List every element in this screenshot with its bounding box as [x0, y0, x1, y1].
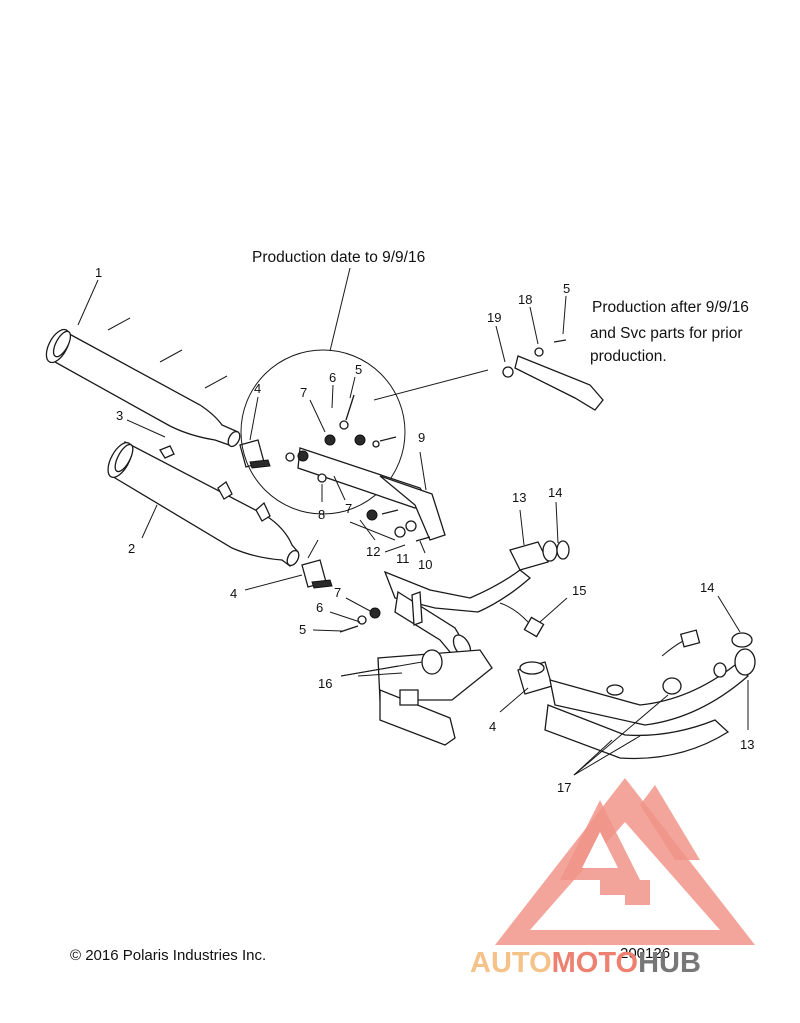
callout-12: 12 — [366, 544, 380, 559]
note-after-line2: and Svc parts for prior — [590, 325, 742, 342]
callout-7: 7 — [334, 585, 341, 600]
note-before-production: Production date to 9/9/16 — [252, 249, 425, 266]
o2-sensor — [499, 602, 545, 638]
watermark-text-moto: MOTO — [552, 947, 638, 979]
bracket-after — [502, 339, 604, 411]
callout-15: 15 — [572, 583, 586, 598]
callout-13: 13 — [740, 737, 754, 752]
clamp — [517, 661, 553, 695]
note-after-line3: production. — [590, 348, 667, 365]
copyright: © 2016 Polaris Industries Inc. — [70, 947, 266, 964]
clamp — [301, 559, 333, 589]
callout-18: 18 — [518, 292, 532, 307]
callout-4: 4 — [254, 381, 261, 396]
callout-3: 3 — [116, 408, 123, 423]
callout-5: 5 — [299, 622, 306, 637]
watermark-text-auto: AUTO — [470, 947, 552, 979]
muffler-lower — [107, 441, 300, 567]
diagram-number: 200126 — [620, 945, 670, 962]
watermark-text-hub: HUB — [638, 947, 701, 979]
middle-pipes — [377, 649, 493, 746]
callout-17: 17 — [557, 780, 571, 795]
callout-10: 10 — [418, 557, 432, 572]
callout-4: 4 — [489, 719, 496, 734]
callout-11: 11 — [396, 551, 410, 566]
front-head-pipe — [544, 648, 756, 760]
note-after-line1: Production after 9/9/16 — [592, 299, 749, 316]
callout-16: 16 — [318, 676, 332, 691]
watermark-logo — [495, 778, 755, 945]
callout-19: 19 — [487, 310, 501, 325]
callout-5: 5 — [355, 362, 362, 377]
callout-8: 8 — [318, 507, 325, 522]
callout-1: 1 — [95, 265, 102, 280]
callout-14: 14 — [548, 485, 562, 500]
o2-sensor — [661, 629, 701, 657]
callout-6: 6 — [316, 600, 323, 615]
gasket — [731, 632, 753, 648]
callout-13: 13 — [512, 490, 526, 505]
callout-6: 6 — [329, 370, 336, 385]
detail-circle — [240, 349, 446, 541]
leader-lines — [77, 267, 749, 776]
rear-head-pipe — [383, 540, 558, 659]
callout-labels: 1 2 3 4 4 4 5 5 5 6 6 7 7 7 8 9 10 11 12… — [95, 265, 754, 795]
callout-2: 2 — [128, 541, 135, 556]
callout-4: 4 — [230, 586, 237, 601]
center-hardware — [339, 509, 431, 633]
watermark-text: AUTOMOTOHUB — [470, 947, 701, 979]
callout-7: 7 — [345, 501, 352, 516]
callout-14: 14 — [700, 580, 714, 595]
gasket — [556, 540, 570, 560]
callout-9: 9 — [418, 430, 425, 445]
callout-7: 7 — [300, 385, 307, 400]
callout-5: 5 — [563, 281, 570, 296]
muffler-upper — [45, 317, 241, 448]
